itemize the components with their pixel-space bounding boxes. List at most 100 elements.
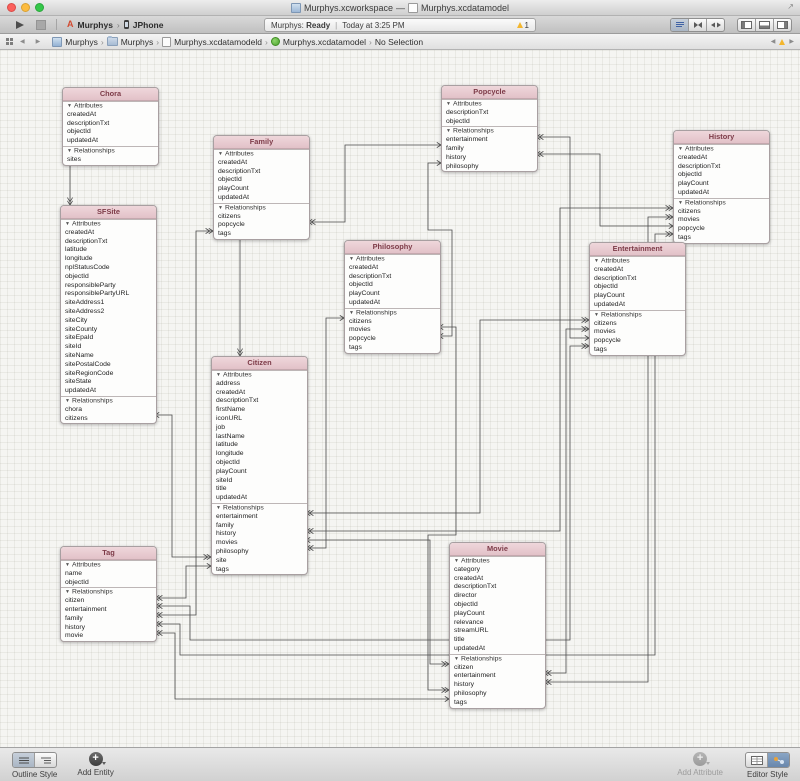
relationship-edge-philosophy-popcycle[interactable]	[427, 162, 453, 337]
relationship-edge-citizen-movie[interactable]	[306, 539, 449, 665]
relationship-row[interactable]: movies	[216, 539, 238, 547]
relationship-row[interactable]: tags	[218, 230, 231, 238]
attribute-row[interactable]: objectId	[65, 578, 89, 586]
attribute-row[interactable]: objectId	[594, 283, 618, 291]
attribute-row[interactable]: createdAt	[65, 228, 95, 236]
relationship-row[interactable]: popcycle	[349, 335, 376, 343]
relationship-row[interactable]: tags	[678, 233, 691, 241]
attribute-row[interactable]: name	[65, 569, 83, 577]
flat-outline-button[interactable]	[13, 753, 35, 767]
history-back-button[interactable]: ◀	[20, 39, 29, 45]
history-forward-button[interactable]: ▶	[35, 39, 45, 45]
attribute-row[interactable]: objectId	[67, 128, 91, 136]
attribute-row[interactable]: playCount	[349, 290, 380, 298]
standard-editor-button[interactable]	[671, 18, 688, 31]
relationship-edge-citizen-history[interactable]	[306, 207, 673, 532]
attribute-row[interactable]: title	[216, 485, 227, 493]
entity-title[interactable]: SFSite	[61, 206, 156, 219]
breadcrumb-datamodel[interactable]: Murphys.xcdatamodel	[270, 37, 366, 47]
attribute-row[interactable]: objectId	[65, 272, 89, 280]
relationship-edge-sfsite-citizen[interactable]	[155, 414, 211, 558]
relationship-edge-entertainment-tag[interactable]	[155, 345, 589, 641]
attribute-row[interactable]: iconURL	[216, 414, 243, 422]
version-editor-button[interactable]	[706, 18, 724, 31]
breadcrumb-datamodeld[interactable]: Murphys.xcdatamodeld	[162, 36, 262, 47]
relationship-edge-family-tag[interactable]	[155, 230, 213, 616]
breadcrumb-project[interactable]: Murphys	[52, 36, 98, 47]
relationship-edge-citizen-tag[interactable]	[155, 565, 211, 599]
graph-style-button[interactable]	[767, 753, 789, 767]
attribute-row[interactable]: descriptionTxt	[218, 167, 261, 175]
add-attribute-button[interactable]: +	[693, 752, 711, 766]
attribute-row[interactable]: playCount	[594, 292, 625, 300]
section-header[interactable]: ▼Relationships	[61, 587, 156, 597]
attribute-row[interactable]: updatedAt	[67, 137, 98, 145]
relationship-edge-movie-history[interactable]	[544, 216, 673, 683]
relationship-row[interactable]: citizen	[65, 597, 85, 605]
section-header[interactable]: ▼Relationships	[674, 197, 769, 208]
relationship-row[interactable]: citizen	[454, 663, 474, 671]
attribute-row[interactable]: siteCounty	[65, 325, 98, 333]
destination-name[interactable]: JPhone	[132, 19, 164, 30]
attribute-row[interactable]: createdAt	[216, 388, 246, 396]
relationship-row[interactable]: citizens	[678, 207, 701, 215]
navigator-toggle-button[interactable]	[738, 19, 755, 31]
section-header[interactable]: ▼Attributes	[214, 149, 309, 159]
section-header[interactable]: ▼Attributes	[674, 144, 769, 154]
entity-title[interactable]: Citizen	[212, 357, 307, 370]
relationship-row[interactable]: family	[446, 144, 464, 152]
section-header[interactable]: ▼Attributes	[590, 256, 685, 266]
attribute-row[interactable]: updatedAt	[678, 188, 709, 196]
relationship-row[interactable]: family	[65, 614, 83, 622]
assistant-editor-button[interactable]	[688, 18, 706, 31]
attribute-row[interactable]: lastName	[216, 432, 245, 440]
relationship-edge-movie-philosophy[interactable]	[427, 326, 457, 691]
section-header[interactable]: ▼Relationships	[63, 145, 158, 156]
attribute-row[interactable]: playCount	[454, 609, 485, 617]
attribute-row[interactable]: siteId	[216, 476, 233, 484]
section-header[interactable]: ▼Relationships	[590, 309, 685, 320]
entity-title[interactable]: Family	[214, 136, 309, 149]
relationship-edge-history-tag[interactable]	[155, 233, 673, 656]
relationship-edge-family-popcycle[interactable]	[308, 144, 441, 223]
attribute-row[interactable]: relevance	[454, 618, 484, 626]
attribute-row[interactable]: descriptionTxt	[678, 162, 721, 170]
entity-title[interactable]: History	[674, 131, 769, 144]
utilities-toggle-button[interactable]	[773, 18, 791, 31]
attribute-row[interactable]: objectId	[218, 176, 242, 184]
relationship-row[interactable]: movies	[678, 216, 700, 224]
section-header[interactable]: ▼Attributes	[450, 556, 545, 566]
hierarchical-outline-button[interactable]	[34, 753, 56, 767]
section-header[interactable]: ▼Relationships	[442, 126, 537, 136]
debug-area-toggle-button[interactable]	[755, 18, 773, 31]
attribute-row[interactable]: job	[216, 423, 226, 431]
attribute-row[interactable]: updatedAt	[454, 644, 485, 652]
entity-title[interactable]: Tag	[61, 547, 156, 560]
section-header[interactable]: ▼Relationships	[61, 395, 156, 406]
close-window-button[interactable]	[7, 3, 16, 12]
relationship-row[interactable]: tags	[454, 698, 467, 706]
relationship-row[interactable]: movies	[594, 328, 616, 336]
attribute-row[interactable]: updatedAt	[65, 387, 96, 395]
attribute-row[interactable]: objectId	[454, 600, 478, 608]
attribute-row[interactable]: nplStatusCode	[65, 263, 110, 271]
attribute-row[interactable]: descriptionTxt	[594, 274, 637, 282]
attribute-row[interactable]: director	[454, 592, 477, 600]
entity-title[interactable]: Movie	[450, 543, 545, 556]
section-header[interactable]: ▼Relationships	[450, 653, 545, 664]
attribute-row[interactable]: firstName	[216, 406, 246, 414]
relationship-edge-movie-tag[interactable]	[155, 632, 449, 700]
attribute-row[interactable]: siteCity	[65, 316, 88, 324]
relationship-edge-entertainment-popcycle[interactable]	[536, 136, 589, 339]
section-header[interactable]: ▼Attributes	[212, 370, 307, 380]
relationship-row[interactable]: popcycle	[678, 225, 705, 233]
relationship-row[interactable]: tags	[594, 345, 607, 353]
